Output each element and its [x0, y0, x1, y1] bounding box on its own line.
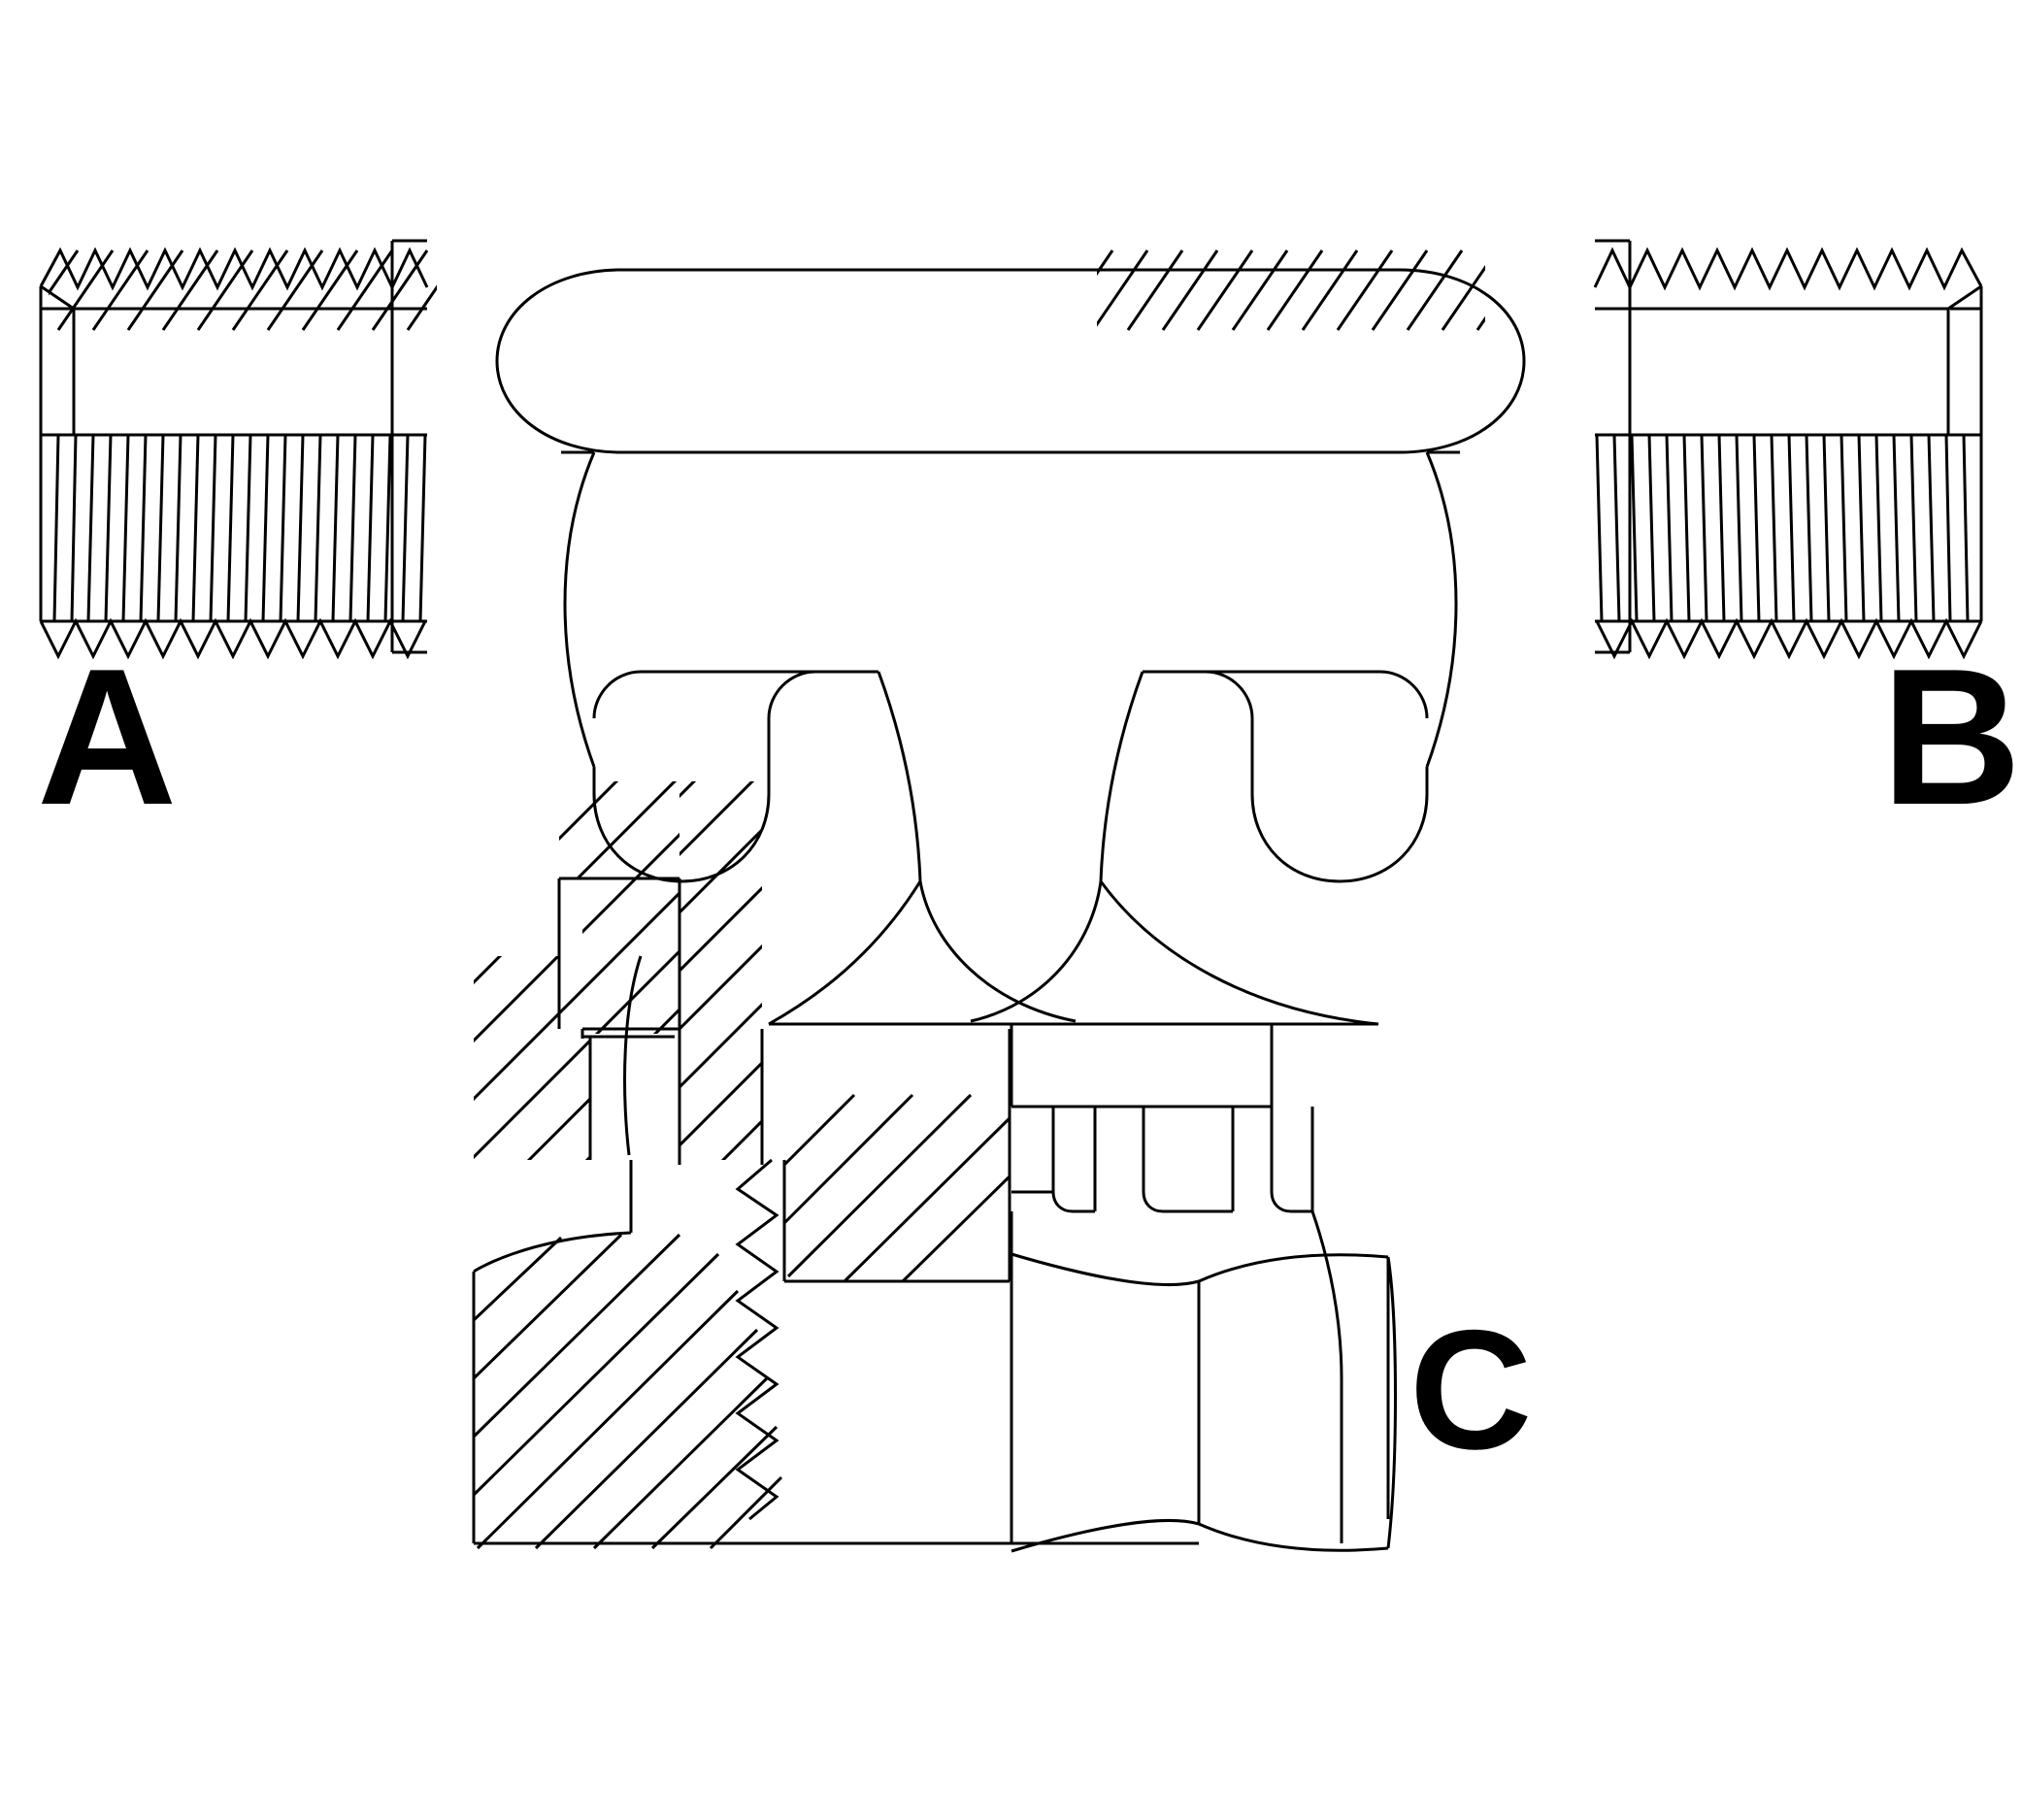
- c-knurl-band: [1010, 1024, 1314, 1213]
- callout-label-b: B: [1881, 629, 2022, 845]
- right-thread-vertical-lines: [1595, 434, 1983, 622]
- left-thread-bottom-zigzag: [39, 617, 427, 660]
- right-thread-bottom-zigzag: [1595, 617, 1983, 660]
- c-hex-nut: [1011, 1252, 1397, 1553]
- bottom-branch-assembly: [472, 781, 1397, 1553]
- callout-label-a: A: [37, 629, 178, 845]
- c-internal-thread-zigzag: [735, 1158, 779, 1521]
- right-thread-crest-zigzag: [1593, 247, 1983, 291]
- right-threaded-nipple: [1097, 239, 1983, 660]
- left-thread-crest-zigzag: [39, 247, 429, 291]
- left-threaded-nipple: [39, 239, 437, 660]
- tee-body: [495, 268, 1526, 1026]
- left-thread-vertical-lines: [39, 434, 427, 622]
- callout-label-c: C: [1409, 1296, 1533, 1485]
